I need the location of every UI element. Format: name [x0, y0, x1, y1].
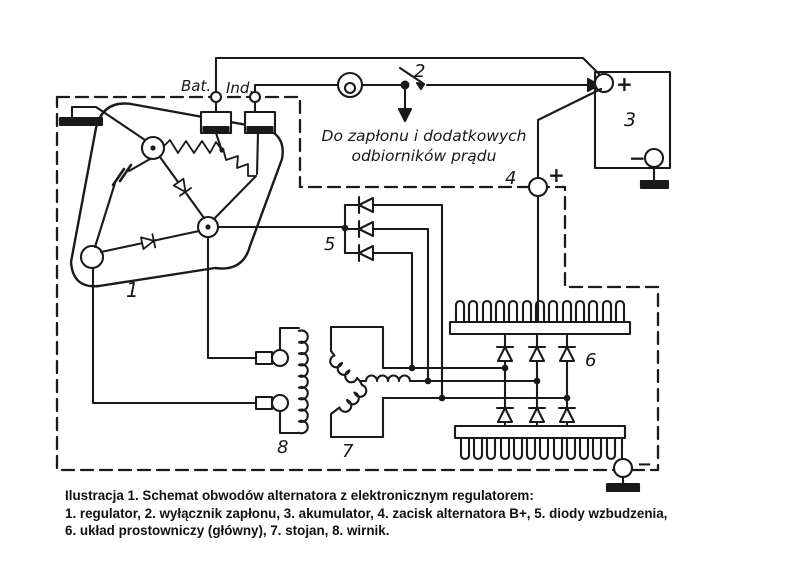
alternator-housing-boundary	[55, 95, 660, 472]
resistor-icon	[163, 139, 223, 154]
battery	[593, 70, 672, 190]
figure-caption: Ilustracja 1. Schemat obwodów alternator…	[65, 487, 745, 540]
top-heatsink-teeth	[454, 299, 626, 324]
label-4-terminal: 4	[505, 168, 516, 189]
bat-terminal	[209, 90, 223, 104]
label-ind: Ind.	[226, 79, 254, 97]
label-6-rectifier: 6	[585, 350, 596, 371]
ground-minus-sign: −	[637, 454, 652, 475]
battery-wire	[214, 56, 604, 94]
consumers-note-line1: Do zapłonu i dodatkowych	[322, 127, 527, 145]
label-7-stator: 7	[342, 441, 354, 462]
label-2-switch: 2	[414, 61, 425, 82]
caption-legend-line: 6. układ prostowniczy (główny), 7. stoja…	[65, 523, 390, 539]
label-1-regulator: 1	[126, 278, 139, 302]
bottom-heatsink-teeth	[459, 436, 617, 461]
connector-blocks	[199, 100, 277, 135]
rectifier	[448, 299, 632, 461]
wire-arrowhead	[586, 77, 601, 93]
indicator-wire	[253, 83, 590, 94]
battery-minus-sign: −	[629, 146, 646, 170]
transistor-icon	[79, 244, 105, 270]
label-bat: Bat.	[181, 77, 211, 95]
consumers-arrow	[397, 86, 413, 123]
terminal4-plus-sign: +	[548, 163, 565, 187]
caption-legend-line: 1. regulator, 2. wyłącznik zapłonu, 3. a…	[65, 505, 668, 521]
caption-title: Ilustracja 1. Schemat obwodów alternator…	[65, 488, 534, 503]
consumers-note-line2: odbiorników prądu	[352, 147, 497, 165]
excitation-diodes	[216, 195, 444, 400]
phase-junction-dots	[408, 364, 571, 402]
rotor	[91, 235, 309, 435]
stator	[329, 325, 569, 439]
ignition-switch-icon	[398, 66, 426, 91]
resistor-icon	[223, 151, 257, 177]
indicator-lamp-icon	[336, 71, 364, 99]
battery-plus-sign: +	[616, 72, 633, 96]
label-5-diodes: 5	[324, 234, 335, 255]
ground-symbol	[58, 105, 147, 142]
regulator	[58, 102, 284, 288]
alternator-ground-terminal	[605, 457, 641, 493]
label-8-rotor: 8	[277, 437, 288, 458]
label-3-battery: 3	[624, 109, 636, 131]
